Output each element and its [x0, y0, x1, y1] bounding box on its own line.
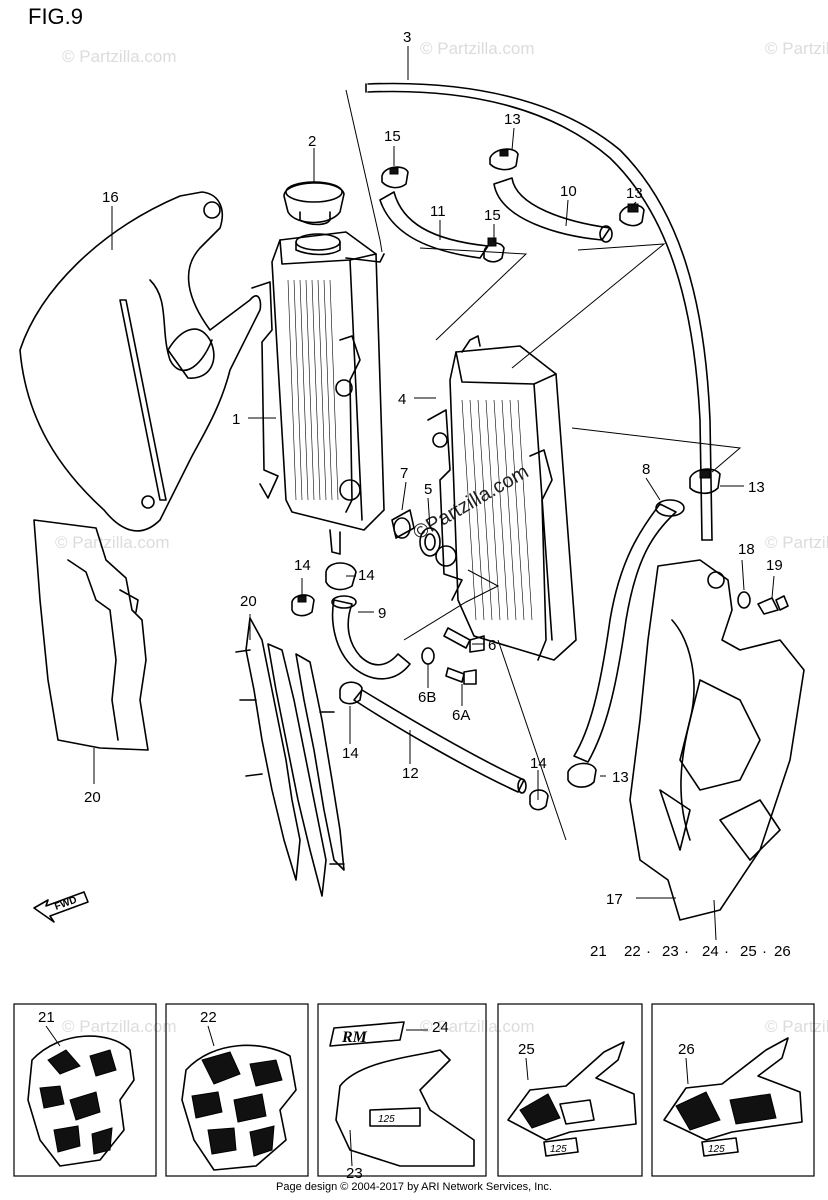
- part-17-shroud-right: [629, 559, 805, 921]
- decal-panel-25: 25 125: [497, 1003, 643, 1177]
- part-6a-bolt: [445, 667, 477, 685]
- part-2-radiator-cap: [283, 181, 345, 226]
- callout-13: 13: [504, 111, 521, 128]
- part-4-radiator-right: [427, 335, 577, 661]
- part-7-union-pipe: [391, 509, 415, 539]
- leader-lines: [93, 46, 775, 941]
- callout-17: 17: [606, 891, 623, 908]
- part-10-hose: [493, 177, 613, 243]
- callout-26: 26: [774, 943, 791, 960]
- size-badge-23: 125: [378, 1114, 395, 1125]
- watermark: © Partzilla.com: [55, 533, 170, 552]
- part-9-hose: [331, 595, 411, 680]
- part-16-shroud-left: [19, 191, 262, 532]
- callout-13: 13: [748, 479, 765, 496]
- part-14-clamp-small: [291, 594, 315, 617]
- callout-12: 12: [402, 765, 419, 782]
- watermark: © Partzilla.com: [765, 533, 828, 552]
- part-14-clamp-upper: [325, 562, 357, 591]
- decal-panel-23-24: 24 RM 125 23: [317, 1003, 487, 1182]
- part-8-hose: [573, 499, 685, 763]
- guide-lines: [345, 89, 742, 841]
- part-20-radiator-guard: [235, 617, 345, 897]
- callout-3: 3: [403, 29, 411, 46]
- callout-8: 8: [642, 461, 650, 478]
- callout-18: 18: [738, 541, 755, 558]
- callout-15: 15: [384, 128, 401, 145]
- callout-14: 14: [342, 745, 359, 762]
- ref-separator: ·: [646, 943, 651, 960]
- part-13-clamp-hose-top: [689, 468, 721, 495]
- callout-1: 1: [232, 411, 240, 428]
- callout-6b: 6B: [418, 689, 436, 706]
- callout-6a: 6A: [452, 707, 470, 724]
- callout-9: 9: [378, 605, 386, 622]
- page-footer: Page design © 2004-2017 by ARI Network S…: [276, 1181, 552, 1193]
- decal-panel-26: 26 125: [651, 1003, 815, 1177]
- callout-13: 13: [626, 185, 643, 202]
- part-13-clamp-lower: [567, 762, 597, 788]
- callout-7: 7: [400, 465, 408, 482]
- decal-panel-21: 21: [13, 1003, 157, 1177]
- callout-22: 22: [200, 1009, 217, 1026]
- ref-separator: ·: [724, 943, 729, 960]
- callout-22: 22: [624, 943, 641, 960]
- part-20-side-panel: [33, 519, 149, 751]
- watermark: © Partzilla.com: [765, 1017, 828, 1036]
- part-15-clamp-upper: [381, 166, 409, 189]
- watermark: © Partzilla.com: [765, 39, 828, 58]
- callout-24: 24: [432, 1019, 449, 1036]
- callout-11: 11: [430, 203, 446, 220]
- watermark: © Partzilla.com: [420, 39, 535, 58]
- part-13-clamp-upper: [489, 148, 519, 171]
- callout-24: 24: [702, 943, 719, 960]
- watermark: © Partzilla.com: [420, 1017, 535, 1036]
- size-badge-26: 125: [708, 1144, 725, 1155]
- part-15-clamp-lower: [483, 237, 505, 263]
- ref-separator: ·: [762, 943, 767, 960]
- part-13-clamp-right: [619, 203, 645, 227]
- watermark: © Partzilla.com: [62, 47, 177, 66]
- callout-6: 6: [488, 637, 496, 654]
- callout-13: 13: [612, 769, 629, 786]
- callout-23: 23: [346, 1165, 363, 1182]
- callout-16: 16: [102, 189, 119, 206]
- size-badge-25: 125: [550, 1144, 567, 1155]
- watermark: © Partzilla.com: [62, 1017, 177, 1036]
- part-11-hose: [379, 191, 489, 259]
- callout-21: 21: [38, 1009, 55, 1026]
- decal-panel-22: 22: [165, 1003, 309, 1177]
- callout-labels: 3 2 15 13 16 11 10 13 15 1 4 7 5 8 13 14…: [84, 29, 791, 960]
- part-14-clamp-mid: [339, 681, 363, 705]
- rm-logo-decal: RM: [341, 1029, 368, 1046]
- callout-20: 20: [84, 789, 101, 806]
- callout-5: 5: [424, 481, 432, 498]
- part-6b-washer: [421, 647, 435, 665]
- fwd-direction-arrow: FWD: [33, 891, 89, 923]
- ref-separator: ·: [684, 943, 689, 960]
- callout-14: 14: [358, 567, 375, 584]
- callout-15: 15: [484, 207, 501, 224]
- callout-25: 25: [518, 1041, 535, 1058]
- part-12-hose: [353, 689, 527, 794]
- callout-2: 2: [308, 133, 316, 150]
- part-6-bolt: [443, 627, 485, 653]
- callout-26: 26: [678, 1041, 695, 1058]
- part-3-overflow-hose: [365, 82, 713, 541]
- callout-25: 25: [740, 943, 757, 960]
- callout-14: 14: [530, 755, 547, 772]
- callout-20: 20: [240, 593, 257, 610]
- part-19-bolt: [757, 595, 789, 615]
- figure-title: FIG.9: [28, 4, 84, 29]
- part-14-clamp-lower: [529, 789, 549, 811]
- callout-21: 21: [590, 943, 607, 960]
- callout-4: 4: [398, 391, 406, 408]
- part-1-radiator-left: [251, 231, 385, 555]
- callout-14: 14: [294, 557, 311, 574]
- part-18-washer: [737, 591, 751, 609]
- callout-23: 23: [662, 943, 679, 960]
- callout-19: 19: [766, 557, 783, 574]
- callout-10: 10: [560, 183, 577, 200]
